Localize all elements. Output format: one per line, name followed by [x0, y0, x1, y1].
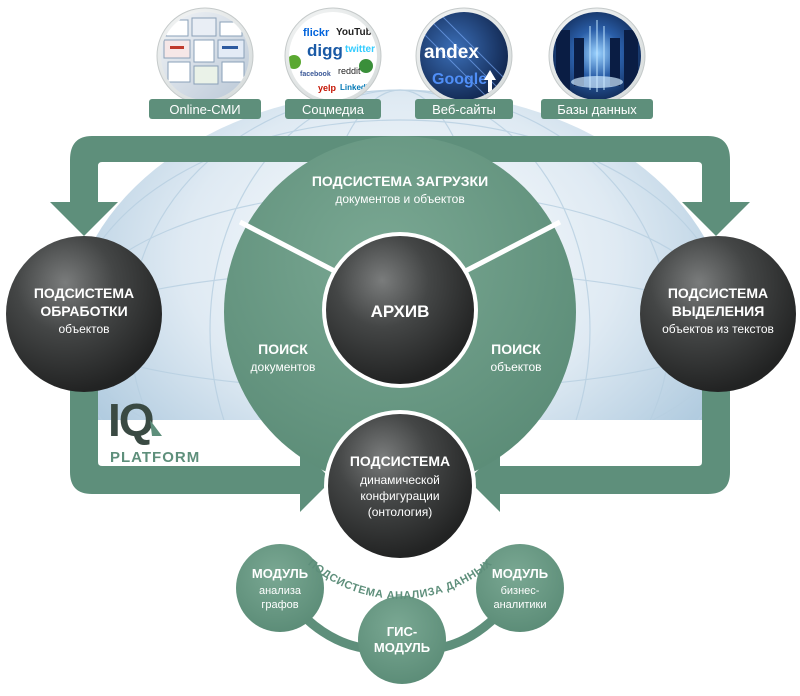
archive-sphere: АРХИВ [322, 232, 478, 388]
config-line1: динамической [360, 473, 440, 487]
search-objects-subtitle: объектов [490, 360, 541, 374]
module-line1: бизнес- [501, 585, 540, 597]
logo-youtube: YouTube [336, 27, 378, 38]
social-logos-icon: flickr YouTube digg twitter facebook red… [289, 12, 378, 100]
logo-flickr: flickr [303, 27, 330, 39]
logo-twitter: twitter [345, 44, 375, 55]
extraction-subtitle: объектов из текстов [662, 322, 774, 336]
logo-accent-icon [150, 420, 162, 436]
module-gis: ГИС- МОДУЛЬ [358, 596, 446, 684]
logo-google: Google [432, 71, 487, 88]
search-documents-subtitle: документов [251, 360, 316, 374]
archive-title: АРХИВ [371, 302, 430, 321]
logo-digg: digg [307, 41, 343, 60]
module-line2: аналитики [493, 599, 546, 611]
search-objects: ПОИСК объектов [490, 341, 541, 374]
logo-andex: andex [424, 42, 479, 63]
extraction-line1: ПОДСИСТЕМА [668, 285, 768, 301]
module-graph-analysis: МОДУЛЬ анализа графов [236, 544, 324, 632]
module-title: МОДУЛЬ [492, 566, 548, 581]
config-line3: (онтология) [368, 505, 432, 519]
news-collage-icon [161, 12, 249, 100]
source-label: Online-СМИ [169, 102, 240, 117]
logo-mark: IQ [108, 394, 153, 446]
search-documents: ПОИСК документов [251, 341, 316, 374]
source-label: Базы данных [557, 102, 637, 117]
config-subsystem: ПОДСИСТЕМА динамической конфигурации (он… [324, 410, 476, 562]
processing-line1: ПОДСИСТЕМА [34, 285, 134, 301]
module-title: МОДУЛЬ [252, 566, 308, 581]
config-line2: конфигурации [360, 489, 439, 503]
source-websites: andex Google Веб-сайты [415, 7, 513, 119]
processing-subsystem: ПОДСИСТЕМА ОБРАБОТКИ объектов [6, 236, 162, 392]
flow-arrows [50, 136, 750, 512]
module-business-analytics: МОДУЛЬ бизнес- аналитики [476, 544, 564, 632]
load-subtitle: документов и объектов [335, 192, 464, 206]
load-title: ПОДСИСТЕМА ЗАГРУЗКИ [312, 173, 488, 189]
module-line1: МОДУЛЬ [374, 640, 430, 655]
load-subsystem: ПОДСИСТЕМА ЗАГРУЗКИ документов и объекто… [312, 173, 488, 206]
data-center-icon [553, 12, 641, 100]
logo-linkedin: LinkedIn [340, 83, 373, 92]
extraction-subsystem: ПОДСИСТЕМА ВЫДЕЛЕНИЯ объектов из текстов [640, 236, 796, 392]
source-label: Веб-сайты [432, 102, 496, 117]
logo-yelp: yelp [318, 83, 337, 93]
search-engines-icon: andex Google [420, 12, 508, 100]
iq-platform-logo: IQ PLATFORM [108, 394, 200, 466]
analysis-modules: МОДУЛЬ анализа графов ГИС- МОДУЛЬ МОДУЛЬ… [236, 544, 564, 684]
logo-reddit: reddit [338, 66, 361, 76]
source-social-media: flickr YouTube digg twitter facebook red… [284, 7, 382, 119]
cursor-arrow-icon [484, 70, 496, 92]
config-title: ПОДСИСТЕМА [350, 453, 450, 469]
extraction-line2: ВЫДЕЛЕНИЯ [672, 303, 765, 319]
source-online-media: Online-СМИ [149, 7, 261, 119]
processing-line2: ОБРАБОТКИ [40, 303, 127, 319]
processing-subtitle: объектов [58, 322, 109, 336]
module-line1: анализа [259, 585, 302, 597]
logo-word: PLATFORM [110, 449, 200, 466]
source-databases: Базы данных [541, 7, 653, 119]
search-objects-title: ПОИСК [491, 341, 541, 357]
module-line2: графов [261, 599, 298, 611]
module-title: ГИС- [387, 624, 417, 639]
search-documents-title: ПОИСК [258, 341, 308, 357]
source-label: Соцмедиа [302, 102, 365, 117]
logo-facebook: facebook [300, 71, 331, 78]
